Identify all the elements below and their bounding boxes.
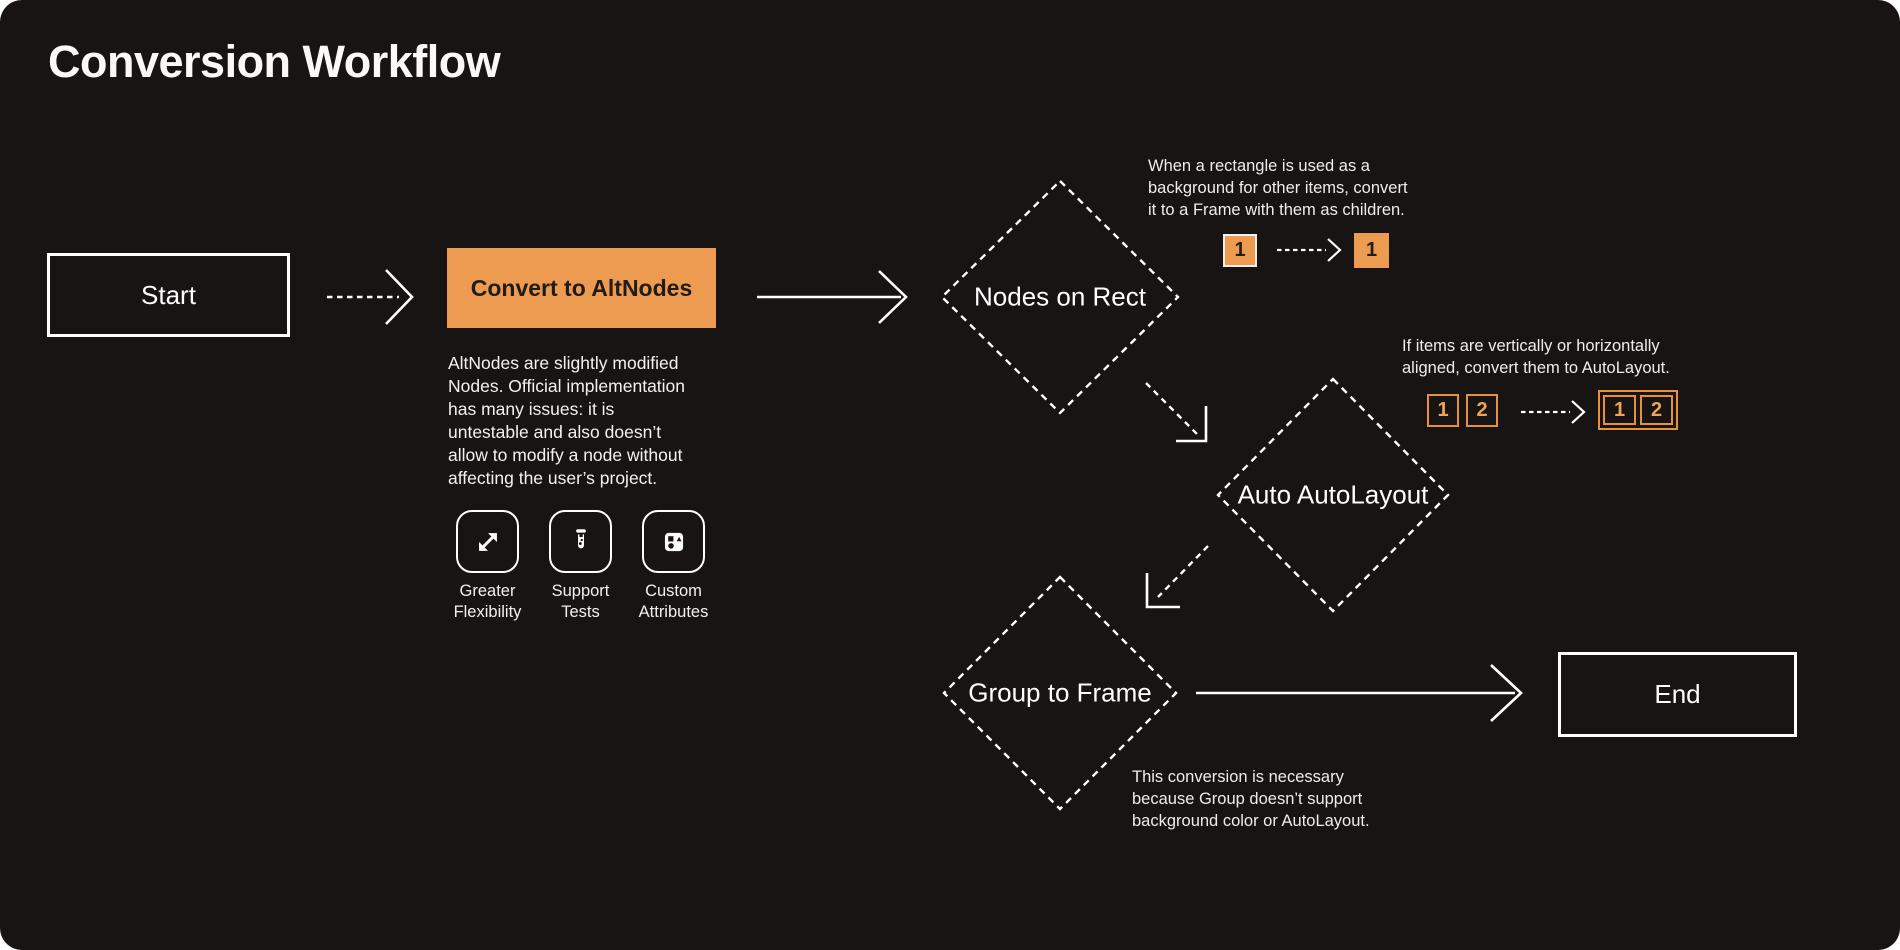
diamond-auto-autolayout: [1216, 377, 1450, 613]
item-chip-1: 1: [1603, 395, 1636, 425]
arrow-convert-to-nodes-on-rect: [757, 270, 908, 324]
start-node: Start: [47, 253, 290, 337]
expand-icon: [456, 510, 519, 573]
diamond-group-to-frame: [942, 575, 1178, 811]
feature-greater-flexibility: Greater Flexibility: [444, 510, 531, 623]
rect-chip-before: 1: [1223, 234, 1257, 267]
nodes-on-rect-note: When a rectangle is used as a background…: [1148, 157, 1408, 219]
test-tube-icon: [549, 510, 612, 573]
feature-support-tests: Support Tests: [537, 510, 624, 623]
start-label: Start: [141, 279, 196, 310]
group-to-frame-note: This conversion is necessary because Gro…: [1132, 768, 1370, 830]
feature-label: Custom Attributes: [638, 582, 709, 621]
end-label: End: [1654, 679, 1701, 709]
shapes-icon: [642, 510, 705, 573]
page-title: Conversion Workflow: [48, 36, 501, 87]
arrow-auto-autolayout-to-group-to-frame: [1145, 545, 1209, 609]
convert-label: Convert to AltNodes: [470, 274, 693, 301]
feature-label: Greater Flexibility: [453, 582, 522, 621]
item-chip-2: 2: [1466, 394, 1498, 427]
arrow-autolayout-note: [1521, 400, 1586, 424]
arrow-group-to-frame-to-end: [1196, 664, 1523, 722]
group-to-frame-label: Group to Frame: [968, 677, 1152, 708]
auto-autolayout-label: Auto AutoLayout: [1237, 479, 1429, 510]
diamond-nodes-on-rect: [940, 179, 1180, 415]
feature-label: Support Tests: [551, 582, 610, 621]
frame-chip-after: 1: [1354, 233, 1389, 268]
end-node: End: [1558, 652, 1797, 737]
auto-autolayout-note: If items are vertically or horizontally …: [1402, 337, 1670, 377]
altnodes-description: AltNodes are slightly modified Nodes. Of…: [448, 353, 686, 488]
item-chip-2: 2: [1640, 395, 1673, 425]
convert-to-altnodes-node: Convert to AltNodes: [447, 248, 716, 328]
arrow-start-to-convert: [327, 269, 414, 325]
arrow-nodes-on-rect-to-auto-autolayout: [1145, 382, 1208, 443]
arrow-rect-note: [1277, 238, 1342, 262]
item-chip-1: 1: [1427, 394, 1459, 427]
autolayout-group-chip: 1 2: [1598, 390, 1678, 430]
feature-custom-attributes: Custom Attributes: [630, 510, 717, 623]
nodes-on-rect-label: Nodes on Rect: [974, 281, 1146, 312]
altnodes-features: Greater Flexibility Support Tests: [444, 510, 717, 623]
